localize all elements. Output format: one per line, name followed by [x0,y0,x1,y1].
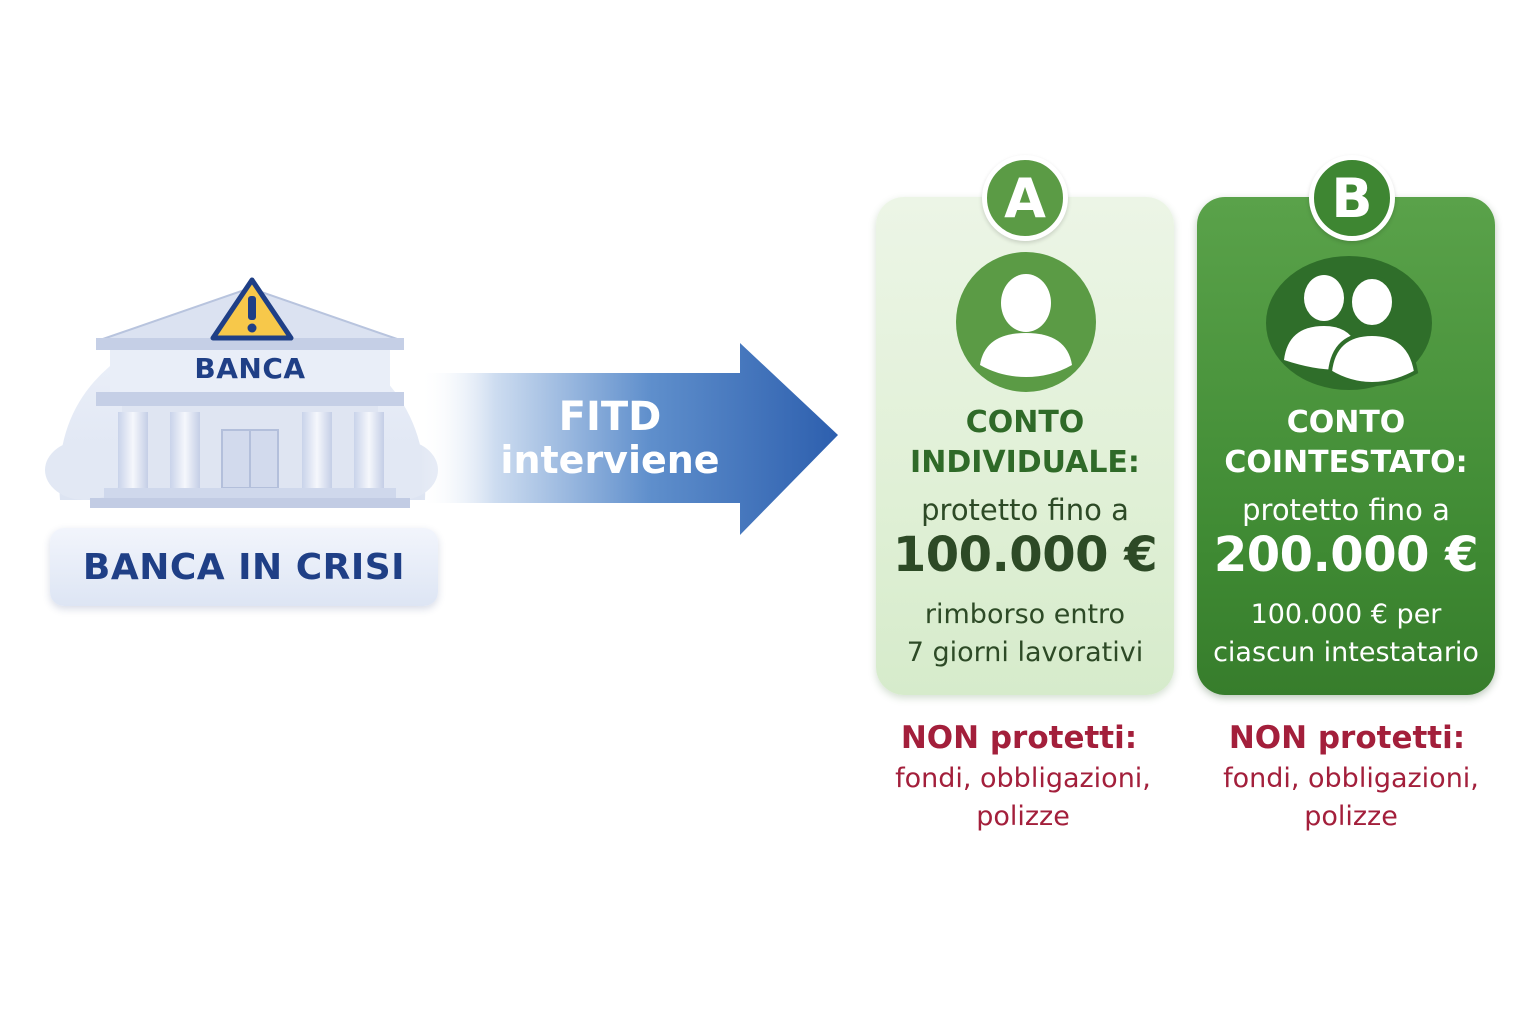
card-title-line1: CONTO [1286,405,1406,440]
two-people-icon [1266,256,1432,390]
card-note-line1: 100.000 € per [1250,599,1442,630]
warning-triangle-icon [210,277,294,341]
arrow-title: FITD [558,394,662,440]
card-title-line2: COINTESTATO: [1224,445,1468,480]
not-protected-line1-b: fondi, obbligazioni, [1223,763,1479,794]
card-protection-label: protetto fino a [1242,493,1450,527]
card-note-line2: 7 giorni lavorativi [906,637,1144,668]
card-amount: 100.000 € [892,527,1158,583]
single-person-icon [956,252,1096,392]
card-title-line1: CONTO [965,405,1085,440]
flow-arrow [420,343,838,535]
not-protected-line2-b: polizze [1304,801,1398,832]
card-badge-a: A [982,155,1068,241]
arrow-subtitle: interviene [500,438,720,482]
not-protected-title-a: NON protetti: [900,720,1138,756]
card-title-line2: INDIVIDUALE: [910,445,1140,480]
not-protected-title-b: NON protetti: [1228,720,1466,756]
card-badge-b: B [1309,155,1395,241]
card-note-line2: ciascun intestatario [1213,637,1479,668]
card-note-line1: rimborso entro [924,599,1126,630]
not-protected-line2-a: polizze [976,801,1070,832]
bank-status-label: BANCA IN CRISI [50,528,438,606]
card-amount: 200.000 € [1213,527,1479,583]
bank-sign-label: BANCA [194,352,306,385]
not-protected-line1-a: fondi, obbligazioni, [895,763,1151,794]
card-protection-label: protetto fino a [921,493,1129,527]
